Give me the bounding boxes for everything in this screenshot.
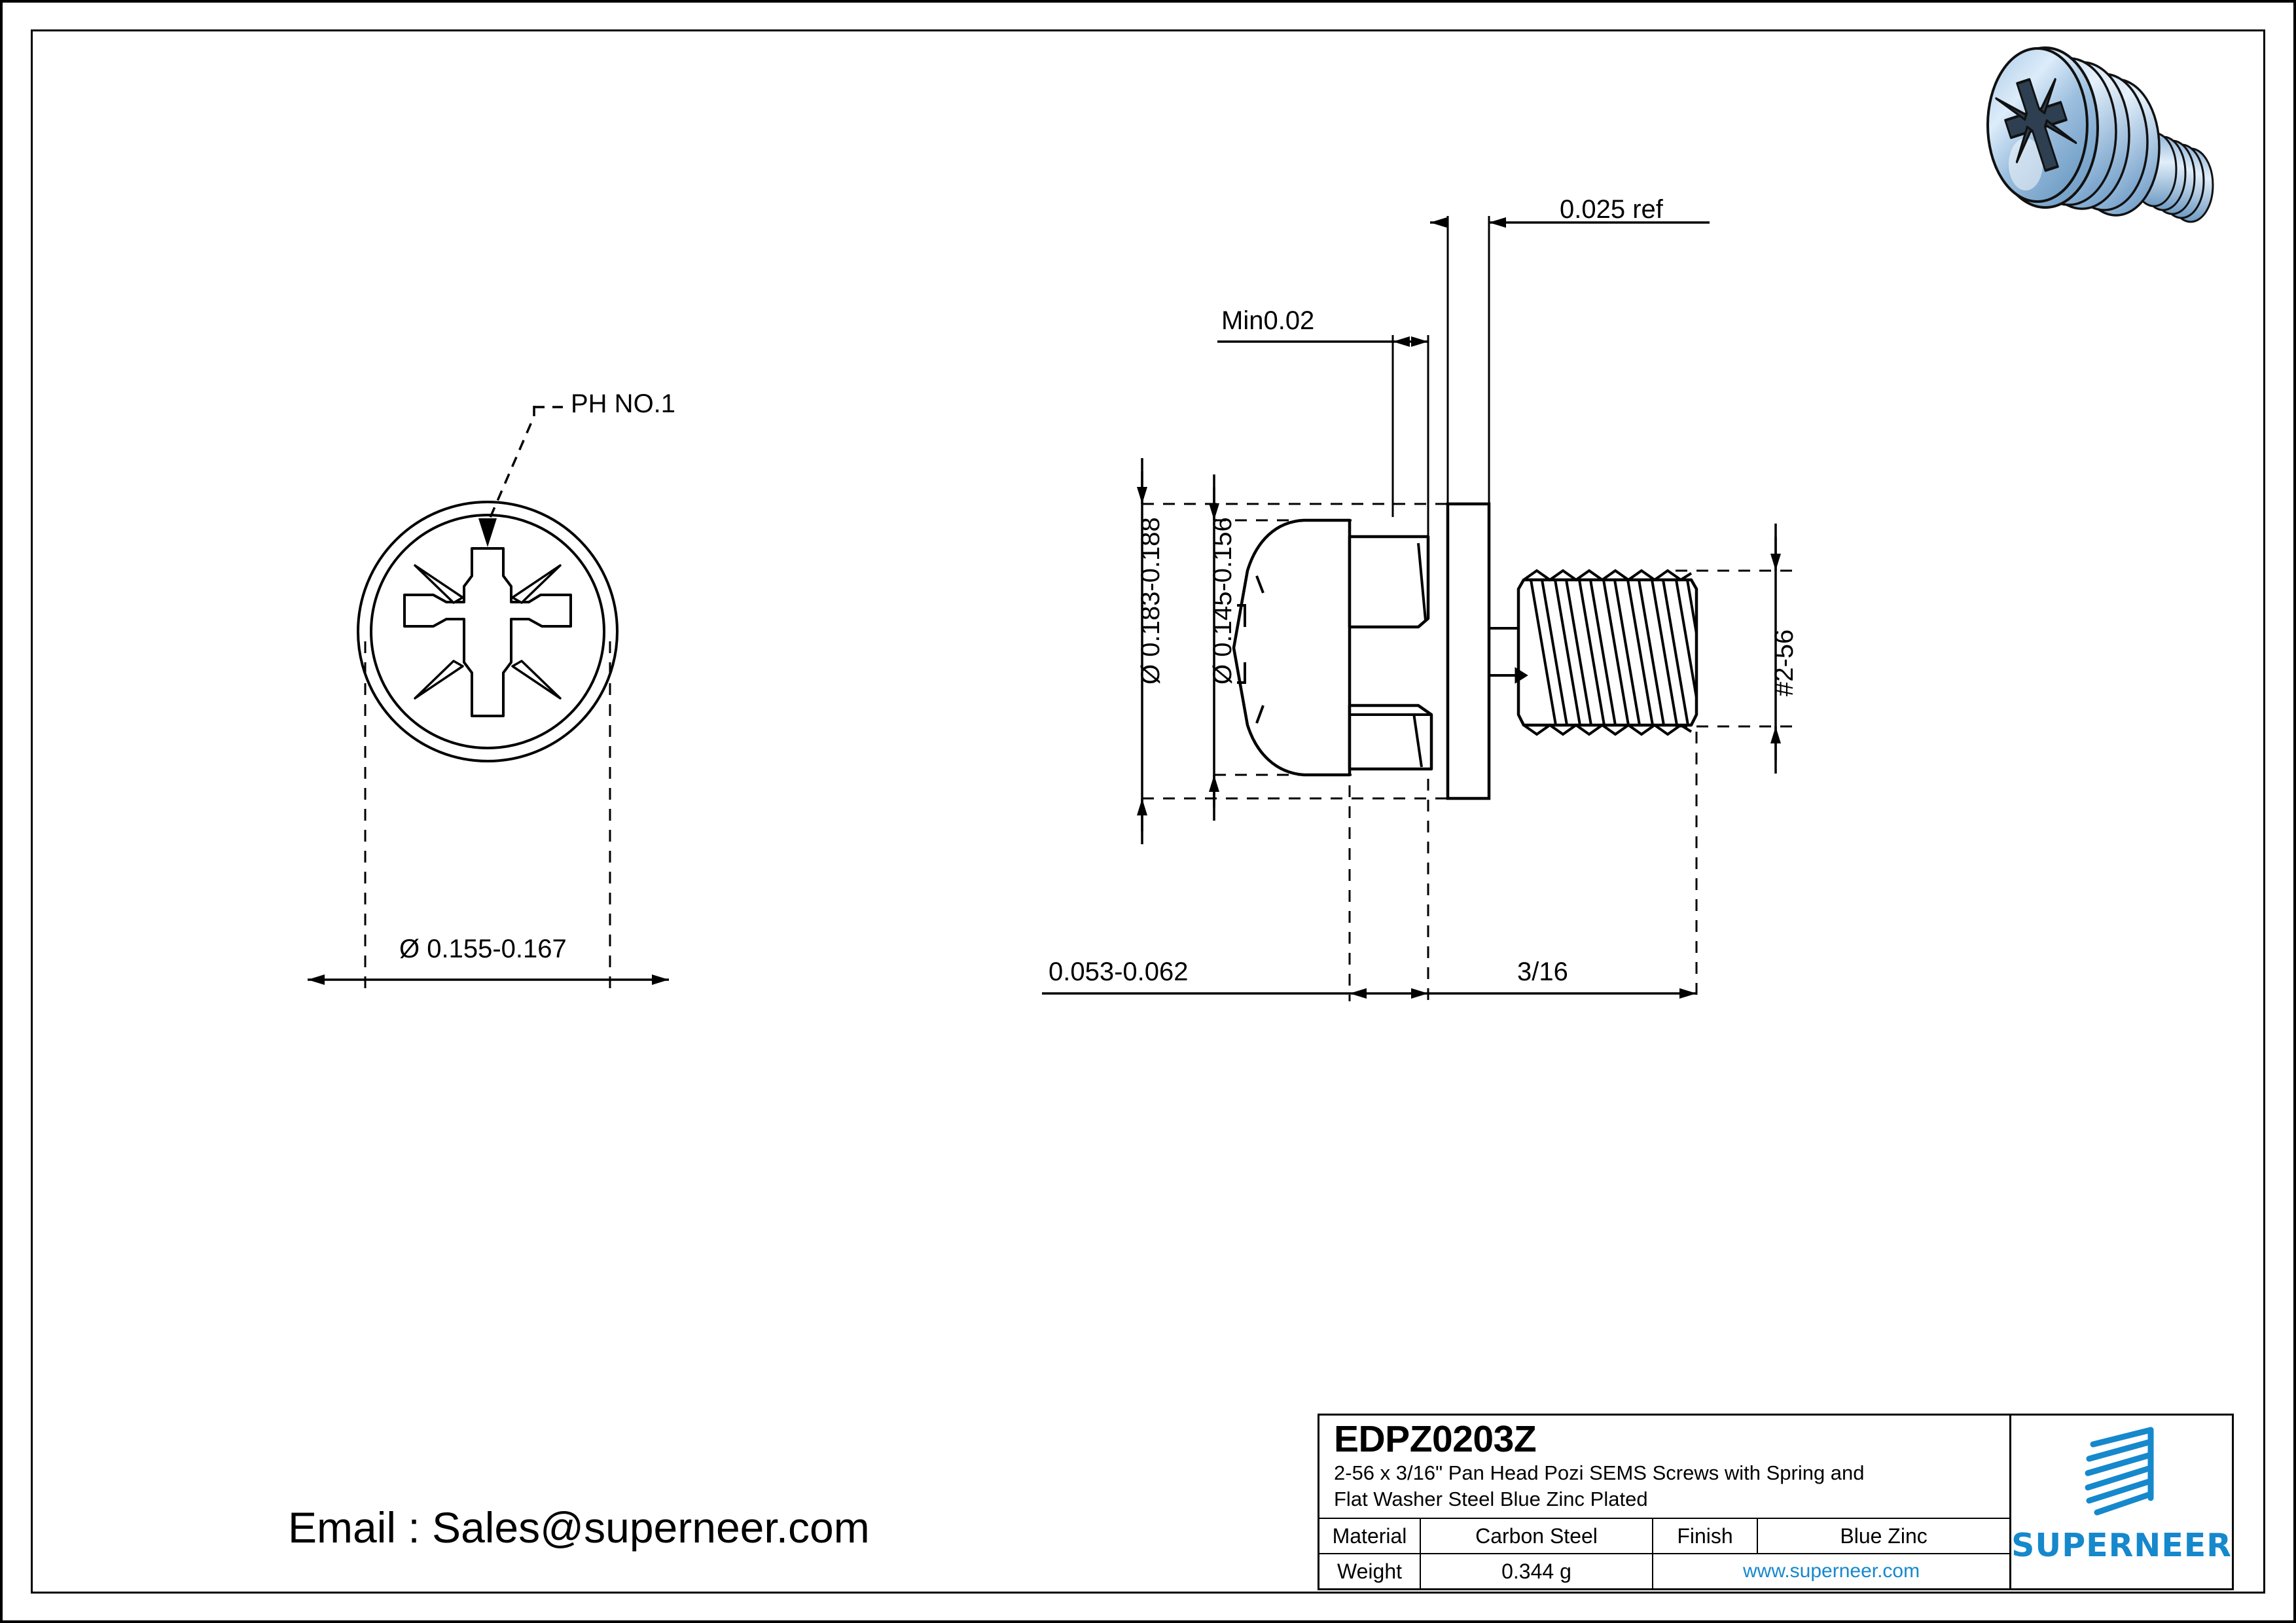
- dim-thread-size: #2-56: [1770, 629, 1799, 696]
- finish-label: Finish: [1653, 1519, 1758, 1553]
- dim-drive-callout: PH NO.1: [571, 389, 676, 418]
- superneer-logo-icon: [2085, 1427, 2154, 1516]
- brand-area: SUPERNEER: [2011, 1416, 2232, 1588]
- dim-front-head-diameter: Ø 0.155-0.167: [399, 935, 567, 963]
- dim-head-diameter: Ø 0.145-0.156: [1208, 517, 1237, 685]
- description-line-2: Flat Washer Steel Blue Zinc Plated: [1334, 1488, 1648, 1511]
- material-label: Material: [1319, 1519, 1421, 1553]
- part-code: EDPZ0203Z: [1334, 1418, 1537, 1460]
- title-block-left: EDPZ0203Z 2-56 x 3/16" Pan Head Pozi SEM…: [1319, 1416, 2012, 1588]
- dim-washer-thickness-ref: 0.025 ref: [1560, 195, 1663, 224]
- weight-label: Weight: [1319, 1554, 1421, 1588]
- website-link[interactable]: www.superneer.com: [1742, 1560, 1920, 1582]
- finish-value: Blue Zinc: [1840, 1524, 1928, 1548]
- drawing-frame-border: [31, 29, 2265, 1594]
- screw-3d-render: [1986, 46, 2214, 223]
- title-block: EDPZ0203Z 2-56 x 3/16" Pan Head Pozi SEM…: [1318, 1414, 2234, 1590]
- description-line-1: 2-56 x 3/16" Pan Head Pozi SEMS Screws w…: [1334, 1461, 1865, 1484]
- brand-wordmark: SUPERNEER: [2011, 1527, 2232, 1564]
- title-block-description: EDPZ0203Z 2-56 x 3/16" Pan Head Pozi SEM…: [1319, 1416, 2010, 1519]
- dim-spring-washer-min: Min0.02: [1221, 306, 1315, 335]
- material-value: Carbon Steel: [1421, 1519, 1653, 1553]
- dim-head-height: 0.053-0.062: [1049, 957, 1189, 986]
- dim-washer-od: Ø 0.183-0.188: [1136, 517, 1165, 685]
- title-block-row-material: Material Carbon Steel Finish Blue Zinc: [1319, 1519, 2009, 1553]
- dim-thread-length: 3/16: [1517, 957, 1568, 986]
- title-block-row-weight: Weight 0.344 g www.superneer.com: [1319, 1553, 2010, 1588]
- weight-value: 0.344 g: [1421, 1554, 1653, 1588]
- contact-email: Email : Sales@superneer.com: [288, 1503, 870, 1552]
